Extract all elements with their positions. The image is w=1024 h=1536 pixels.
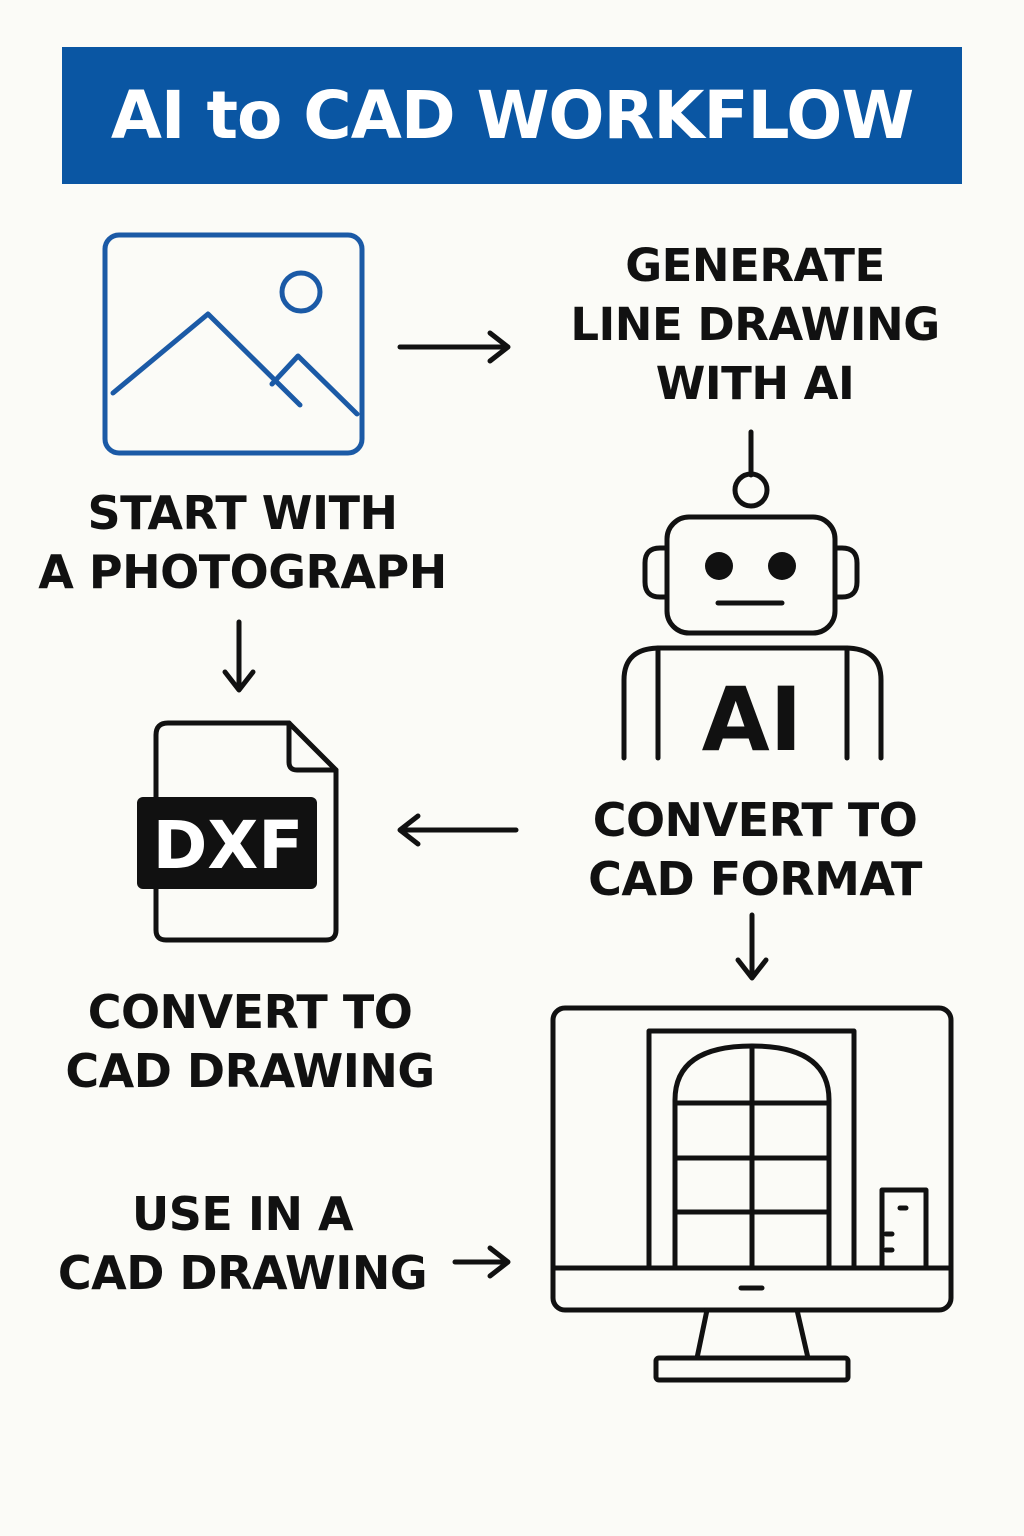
monitor-icon	[550, 1005, 954, 1383]
step-photograph-label: START WITH A PHOTOGRAPH	[38, 486, 447, 599]
title-banner: AI to CAD WORKFLOW	[62, 47, 962, 184]
step-cad-format-label: CONVERT TO CAD FORMAT	[588, 793, 922, 906]
page-title: AI to CAD WORKFLOW	[110, 77, 914, 154]
arrow-down-icon	[222, 619, 256, 693]
robot-badge-label: AI	[702, 668, 803, 771]
step-cad-drawing-label: CONVERT TO CAD DRAWING	[65, 985, 435, 1098]
robot-eyes	[705, 552, 796, 580]
arrow-left-icon	[397, 813, 519, 847]
dxf-badge	[137, 797, 317, 889]
arrow-right-icon	[397, 330, 511, 364]
robot-icon	[621, 429, 884, 761]
step-use-in-cad-label: USE IN A CAD DRAWING	[57, 1187, 428, 1300]
dxf-file-icon	[153, 720, 339, 943]
dxf-badge-label: DXF	[153, 807, 304, 884]
arrow-down-icon	[735, 912, 769, 981]
arrow-right-icon	[452, 1245, 511, 1279]
image-icon	[102, 232, 365, 456]
step-generate-label: GENERATE LINE DRAWING WITH AI	[570, 239, 940, 410]
